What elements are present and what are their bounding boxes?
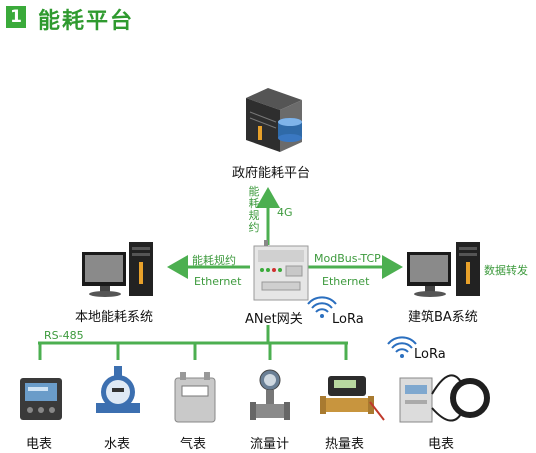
local-system-label: 本地能耗系统 xyxy=(75,310,154,325)
meter-lora-label: LoRa xyxy=(414,347,446,362)
building-ba-label: 建筑BA系统 xyxy=(408,310,478,325)
gateway-label: ANet网关 xyxy=(245,312,303,327)
section-title: 能耗平台 xyxy=(38,9,135,34)
section-number-badge: 1 xyxy=(6,6,26,28)
device-label-wireless-electric-meter: 电表 xyxy=(428,437,455,452)
device-label-water-meter: 水表 xyxy=(104,437,131,452)
left-protocol-label: 能耗规约 xyxy=(192,254,236,267)
device-label-flow-meter: 流量计 xyxy=(250,437,290,452)
rs485-label: RS-485 xyxy=(44,329,84,342)
right-ethernet-label: Ethernet xyxy=(322,275,370,288)
device-label-heat-meter: 热量表 xyxy=(325,437,365,452)
uplink-4g-label: 4G xyxy=(277,206,293,219)
gateway-lora-label: LoRa xyxy=(332,312,364,327)
gov-platform-label: 政府能耗平台 xyxy=(232,166,311,181)
right-forwarding-label: 数据转发 xyxy=(484,264,528,277)
device-label-gas-meter: 气表 xyxy=(180,437,207,452)
right-protocol-label: ModBus-TCP xyxy=(314,252,381,265)
device-label-electric-meter: 电表 xyxy=(26,437,53,452)
uplink-protocol-label: 能耗规约 xyxy=(248,185,260,234)
left-ethernet-label: Ethernet xyxy=(194,275,242,288)
